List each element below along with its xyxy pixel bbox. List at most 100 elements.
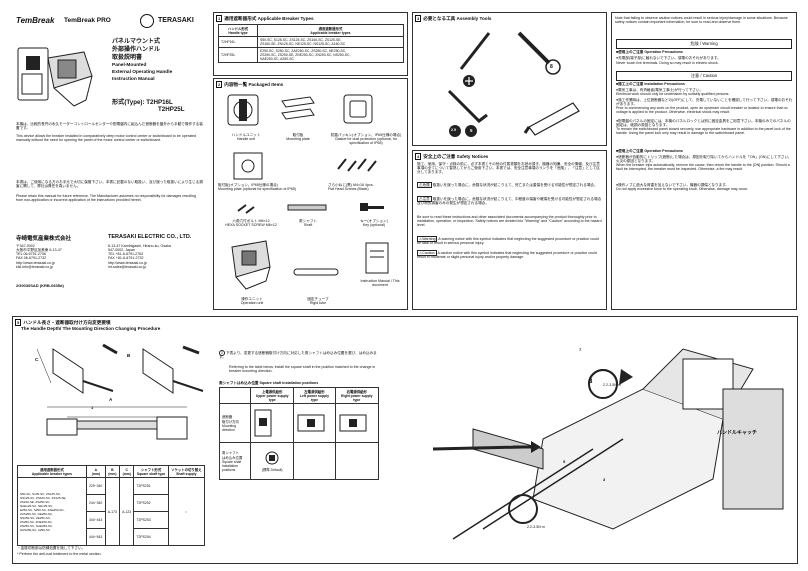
- step-label-3: 3: [603, 477, 606, 482]
- hacksaw-icon: [523, 102, 580, 136]
- install-3: ●配電盤のパネルの固定には、本機のパネルロックとは別に固定金具をご用意下さい。本…: [616, 119, 791, 136]
- shaft-length-diagram: [46, 406, 188, 440]
- right-supply-icon: [339, 414, 367, 431]
- manual-icon: [365, 242, 389, 274]
- title-en-1: Panel-Mounted: [112, 63, 147, 68]
- table-row: T2HP16L S50-SC, S125-SC, ZS125-SC, ZS160…: [218, 36, 404, 48]
- handle-catch-label: ハンドルキャッチ: [717, 430, 758, 436]
- gasket-icon: [343, 94, 373, 124]
- footnote-en: * Perform the anti-rust treatment to the…: [17, 552, 102, 556]
- step2-en: Referring to the table below, install th…: [229, 365, 376, 374]
- warning-text-en: ⚠Warning A warning notice with this symb…: [417, 236, 599, 246]
- title-jp-1: パネルマウント式: [112, 39, 161, 45]
- handle-unit-icon: [227, 94, 259, 126]
- shaft-length-table: 適用遮断器形式 Applicable breaker types A (mm) …: [17, 465, 206, 546]
- caution-header: 注意 / Caution: [616, 71, 792, 81]
- item-optional-plate: 取付板(オプション、IP65仕様の場合) Mounting plate (opt…: [218, 183, 296, 192]
- col-breaker-types: 適用遮断器形式 Applicable breaker types: [257, 24, 404, 37]
- caution-text-en: ⚠Caution A caution notice with this symb…: [417, 250, 597, 260]
- hex-key-icon: [447, 89, 488, 137]
- danger-1-en: Never touch live terminals. Doing so may…: [616, 61, 719, 65]
- cover-panel: TemBreak TemBreak PRO TERASAKI パネルマウント式 …: [12, 10, 207, 310]
- item-operation-unit: 操作ユニット Operation unit: [240, 297, 264, 306]
- shaft-positions-table: 上電源供給形 Upper power supply type 左電源供給形 Le…: [219, 387, 380, 480]
- safety-body-jp: 施工、使用、保守・点検の前に、必ず本書とその他の付属書類をお読み頂き、機器の知識…: [417, 162, 600, 175]
- brand-terasaki: TERASAKI: [158, 17, 194, 24]
- table-row: 遮断器 取付け方向 Mounting direction: [219, 403, 380, 443]
- operation-1: ●遮断器が自動的にトリップ(遮断)した場合は、原因を取り除いてからハンドルを「O…: [616, 155, 792, 172]
- default-position-icon: [265, 451, 279, 465]
- model-type-2: T2HP25L: [158, 106, 185, 113]
- safety-body-en: Be sure to read these instructions and o…: [417, 215, 602, 228]
- breaker-types-table: ハンドル形式 Handle type 適用遮断器形式 Applicable br…: [218, 24, 404, 63]
- rigid-tube-icon: [293, 268, 339, 276]
- section5-title-en: The Handle Depth/ The Mounting Direction…: [21, 326, 161, 331]
- table-row: 角シャフト はめ込み位置 Square shaft installation p…: [219, 442, 380, 480]
- square-shaft-icon: [287, 204, 327, 211]
- operation-2: ●操作ノブに過大な荷重を加えないで下さい。機器の損傷となります。 Do not …: [616, 183, 749, 192]
- hex-bolt-icon: [237, 204, 255, 214]
- shaft-positions-title: 角シャフトはめ込み位置 Square shaft installation po…: [219, 381, 319, 385]
- item-handle-unit: ハンドルユニット Handle unit: [231, 133, 261, 142]
- table-row: 344~443 T2PS253: [18, 511, 205, 529]
- handle-depth-diagram-b: [142, 345, 204, 394]
- handle-depth-diagram-c: [36, 343, 118, 394]
- address-jp: 〒547-0002 大阪市平野区加美東 6-13-47 TEL 06-6791-…: [16, 244, 62, 269]
- dim-label-a: A: [109, 397, 113, 402]
- brand-tembreak-pro: TemBreak PRO: [64, 17, 111, 24]
- wrench-size: 8: [550, 64, 553, 70]
- table-row: 444~543 T2PS254: [18, 528, 205, 546]
- dim-label-b: B: [127, 353, 131, 358]
- key-icon: [360, 203, 384, 211]
- assembly-illustration: [432, 348, 784, 540]
- precautions-panel: Note that failing to observe caution not…: [611, 12, 797, 310]
- item-flat-screws: さら小ねじ(黒) M4×16 4pcs. Flat Head Screws (B…: [328, 183, 374, 192]
- top-note: Note that failing to observe caution not…: [615, 16, 788, 25]
- step2-jp: 2 下表より、変更する遮断器取付け方向に対応した角シャフトはめ込み位置を選び、は…: [219, 350, 377, 360]
- item-hex-bolt: 六角穴付ボルト M6×12 HEXA SOCKET SCREW M6×12: [225, 219, 277, 228]
- install-2: ●施工作業時は、上位遮断器などの(OFF)にして、充電していないことを確認して行…: [616, 98, 793, 115]
- danger-1-jp: ●充電部(端子部)に触れないで下さい。感電のおそれがあります。: [616, 56, 721, 60]
- flat-head-screws-icon: [337, 158, 377, 172]
- install-sub: ■施工上のご注意 Installation Precautions: [616, 82, 685, 86]
- operation-sub: ■使用上のご注意 Operation Precautions: [616, 149, 683, 153]
- torque-upper: 2.2-3.5N·m: [603, 383, 621, 387]
- model-type-1: 形式(Type): T2HP16L: [112, 99, 173, 106]
- item-gasket: 防塵パッキン(オプション、IP65仕様の場合) Gasket for dust …: [330, 133, 402, 146]
- table-row: T2HP25L E250-SC, S250-SC, ZAE250-SC, ZS2…: [218, 47, 404, 63]
- footnote-jp: ・金属切断部は防錆処置を施して下さい。: [17, 546, 86, 550]
- doc-code: 2G0030SAD (KRB-0605d): [16, 283, 64, 288]
- title-en-3: Instruction Manual: [112, 77, 155, 82]
- danger-header: 危険 / Warning: [616, 39, 792, 49]
- table-row: S50-SC, S125-SC, ZS125-SC, NS125-SC, ZS1…: [17, 477, 206, 546]
- brand-tembreak: TemBreak: [16, 16, 55, 25]
- hex-size-25: 2.5: [451, 128, 456, 132]
- item-manual: Instruction Manual / This document: [360, 279, 400, 288]
- optional-plate-icon: [233, 152, 263, 180]
- operation-unit-icon: [231, 240, 271, 290]
- title-jp-2: 外部操作ハンドル: [112, 47, 161, 53]
- step-label-7: 7: [579, 347, 582, 352]
- torque-lower: 2.2-3.5N·m: [527, 525, 545, 529]
- caution-text-jp: ⚠注意 取扱いを誤った場合に、危険な状況が起こりえて、中程度の傷害や軽傷を受ける…: [417, 196, 602, 206]
- notice-jp: 本書は、ご使用になる方のお手元で大切に保管下さい。本書に記載のない取扱い、及び誤…: [16, 180, 203, 189]
- step-label-8: 8: [589, 379, 593, 385]
- item-mounting-plate: 取付板 Mounting plate: [286, 133, 310, 142]
- danger-sub: ■使用上のご注意 Operation Precautions: [616, 50, 683, 54]
- left-supply-icon: [297, 414, 325, 431]
- dim-label-c: C: [35, 357, 39, 362]
- install-1: ●電気工事は、有資格者(電気工事士)が行って下さい。 Electrical wo…: [616, 88, 730, 97]
- company-jp: 寺崎電気産業株式会社: [16, 236, 72, 242]
- intro-jp: 本機は、比較的長円の永久モーターコントロールセンターや配電盤内に組込んだ遮断器を…: [16, 122, 203, 131]
- title-jp-3: 取扱説明書: [112, 55, 143, 61]
- upper-supply-icon: [254, 409, 272, 436]
- company-en: TERASAKI ELECTRIC CO., LTD.: [108, 234, 192, 240]
- col-handle-type: ハンドル形式 Handle type: [218, 24, 258, 37]
